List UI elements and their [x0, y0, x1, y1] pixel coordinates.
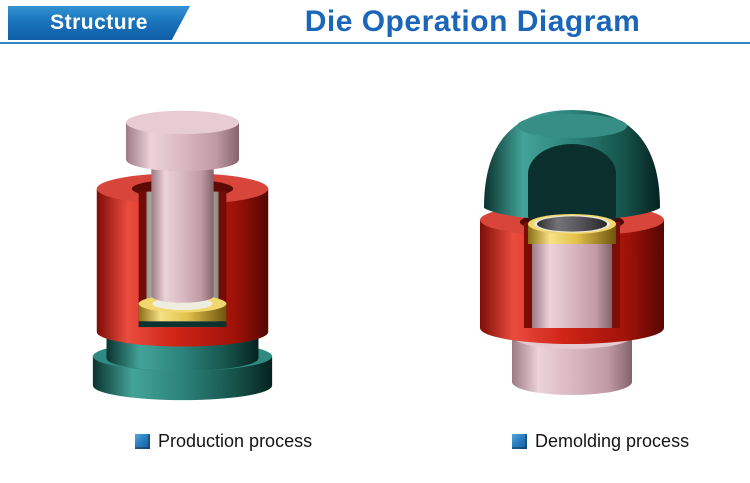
- caption-production: Production process: [135, 431, 312, 452]
- section-badge: Structure: [8, 6, 190, 40]
- caption-demolding-label: Demolding process: [535, 431, 690, 451]
- production-process-illustration: [92, 110, 273, 401]
- ejected-part-and-ring: [528, 214, 616, 244]
- caption-production-label: Production process: [158, 431, 313, 451]
- bullet-square-icon: [135, 434, 150, 449]
- top-cap-teal-cutaway: [484, 110, 660, 228]
- demolding-process-illustration: [480, 110, 664, 395]
- caption-demolding: Demolding process: [512, 431, 689, 452]
- section-badge-label: Structure: [50, 11, 148, 34]
- page-title: Die Operation Diagram: [304, 5, 641, 38]
- upper-punch-pink: [125, 110, 240, 303]
- header-divider: [0, 42, 750, 44]
- bullet-square-icon: [512, 434, 527, 449]
